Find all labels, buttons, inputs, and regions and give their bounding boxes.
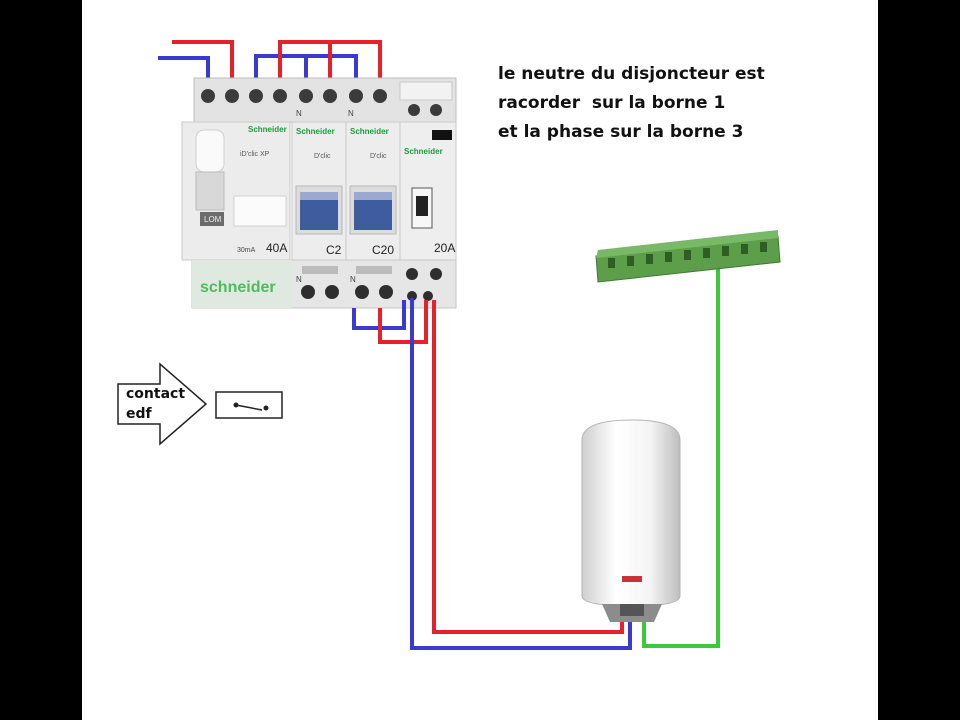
diagram-canvas: LOM iD'clic XP Schneider 30mA 40A Schnei… <box>82 0 878 720</box>
wiring-diagram: LOM iD'clic XP Schneider 30mA 40A Schnei… <box>117 40 781 650</box>
breaker-c20-lever <box>354 196 392 230</box>
breaker-c2-lever <box>300 196 338 230</box>
instruction-note: le neutre du disjoncteur est racorder su… <box>498 60 765 147</box>
differential-rating: 40A <box>266 241 287 255</box>
neutral-mark-1: N <box>296 275 302 284</box>
breaker-c20-model: D'clic <box>370 153 387 160</box>
heater-earth-wire <box>642 262 720 648</box>
neutral-mark-top-1: N <box>296 109 302 118</box>
breaker-c2-rating: C2 <box>326 243 342 257</box>
note-line-3: et la phase sur la borne 3 <box>498 122 744 142</box>
heater-neutral-wire <box>410 298 632 650</box>
contactor-rating: 20A <box>434 241 455 255</box>
contactor-brand: Schneider <box>404 147 443 156</box>
contact-label-line-1: contact <box>126 386 186 402</box>
neutral-mark-2: N <box>350 275 356 284</box>
breaker-c2-model: D'clic <box>314 153 331 160</box>
note-line-2: racorder sur la borne 1 <box>498 93 726 113</box>
output-wires <box>352 262 720 650</box>
differential-button-label: LOM <box>204 215 222 224</box>
contact-edf-label: contact edf <box>126 384 185 424</box>
electrical-panel: LOM iD'clic XP Schneider 30mA 40A Schnei… <box>181 77 457 309</box>
neutral-mark-top-2: N <box>348 109 354 118</box>
breaker-c20-rating: C20 <box>372 243 394 257</box>
water-heater-icon <box>581 419 681 622</box>
arrow-icon <box>117 362 208 446</box>
incoming-phase-wire <box>172 40 234 78</box>
terminal-block-icon <box>595 230 781 283</box>
differential-model: iD'clic XP <box>240 151 270 158</box>
breaker-c2-brand: Schneider <box>296 127 335 136</box>
differential-brand: Schneider <box>248 125 287 134</box>
note-line-1: le neutre du disjoncteur est <box>498 64 765 84</box>
incoming-wires <box>158 40 382 78</box>
switch-icon <box>215 391 283 419</box>
incoming-neutral-wire <box>158 56 210 78</box>
loop-phase-wire <box>378 300 428 344</box>
heater-phase-wire <box>432 300 624 634</box>
panel-brand: schneider <box>200 279 276 296</box>
breaker-c20-brand: Schneider <box>350 127 389 136</box>
contact-label-line-2: edf <box>126 406 152 422</box>
differential-sensitivity: 30mA <box>237 247 256 254</box>
